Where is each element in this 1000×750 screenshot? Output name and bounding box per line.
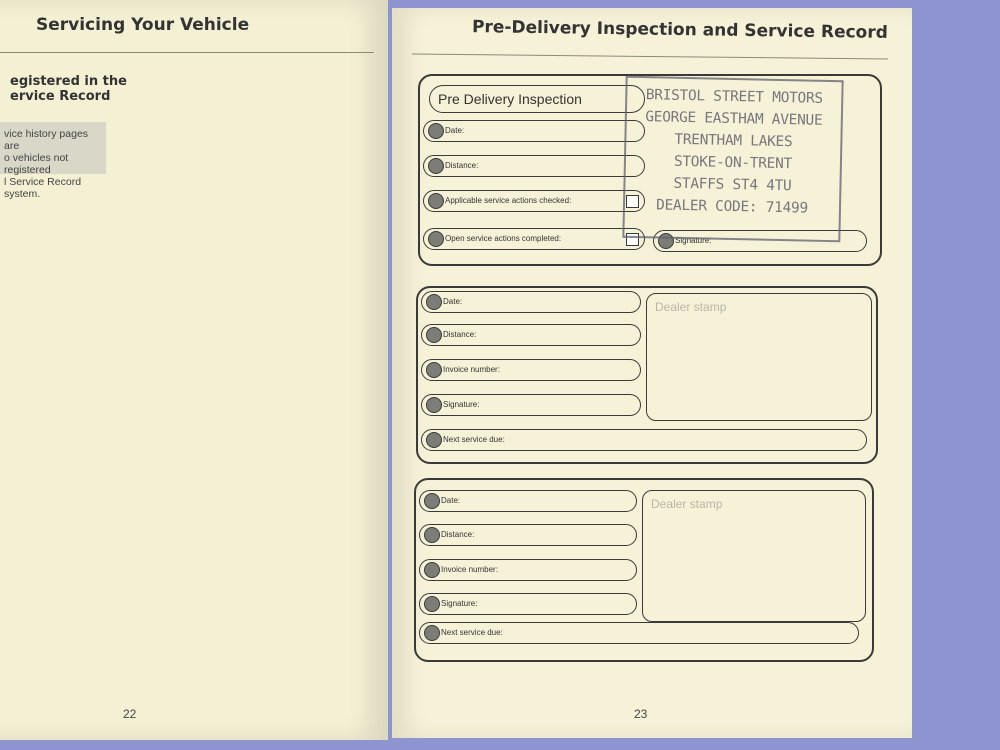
service-next-due-label: Next service due: [441, 628, 503, 637]
field-bullet-icon [424, 596, 440, 612]
pdi-date-label: Date: [445, 126, 465, 135]
service-distance-label: Distance: [443, 330, 477, 339]
field-bullet-icon [424, 562, 440, 578]
service-next-due-field[interactable]: Next service due: [421, 429, 867, 451]
service-date-field[interactable]: Date: [421, 291, 641, 313]
field-bullet-icon [428, 193, 444, 209]
dealer-ink-stamp: BRISTOL STREET MOTORS GEORGE EASTHAM AVE… [622, 75, 844, 243]
service-signature-field[interactable]: Signature: [421, 394, 641, 416]
field-bullet-icon [428, 231, 444, 247]
pdi-signature-label: Signature: [675, 236, 712, 245]
field-bullet-icon [424, 493, 440, 509]
field-bullet-icon [426, 294, 442, 310]
service-record-panel [416, 286, 878, 464]
service-signature-label: Signature: [441, 599, 478, 608]
pdi-distance-label: Distance: [445, 161, 479, 170]
service-next-due-label: Next service due: [443, 435, 505, 444]
dealer-stamp-label: Dealer stamp [655, 300, 727, 314]
service-date-label: Date: [441, 496, 461, 505]
service-invoice-label: Invoice number: [441, 565, 498, 574]
field-bullet-icon [426, 362, 442, 378]
left-header-rule [0, 52, 374, 53]
field-bullet-icon [658, 233, 674, 249]
pdi-signature-field[interactable]: Signature: [653, 230, 867, 252]
service-invoice-field[interactable]: Invoice number: [421, 359, 641, 381]
field-bullet-icon [426, 327, 442, 343]
field-bullet-icon [424, 527, 440, 543]
pdi-panel [418, 74, 882, 266]
service-signature-label: Signature: [443, 400, 480, 409]
dealer-stamp-box[interactable]: Dealer stamp [646, 293, 872, 421]
service-date-field[interactable]: Date: [419, 490, 637, 512]
left-heading-line-1: egistered in the [10, 74, 127, 89]
service-distance-field[interactable]: Distance: [421, 324, 641, 346]
pdi-title: Pre Delivery Inspection [429, 85, 645, 113]
service-date-label: Date: [443, 297, 463, 306]
pdi-distance-field[interactable]: Distance: [423, 155, 645, 177]
field-bullet-icon [428, 158, 444, 174]
left-page [0, 0, 388, 740]
left-page-header: Servicing Your Vehicle [36, 15, 250, 35]
left-heading-line-2: ervice Record [10, 89, 111, 104]
service-distance-field[interactable]: Distance: [419, 524, 637, 546]
pdi-service-checked-field[interactable]: Applicable service actions checked: [423, 190, 645, 212]
dealer-stamp-label: Dealer stamp [651, 497, 723, 511]
left-note-line-1: vice history pages are [4, 128, 89, 152]
stamp-line-6: DEALER CODE: 71499 [655, 197, 809, 217]
service-signature-field[interactable]: Signature: [419, 593, 637, 615]
service-invoice-label: Invoice number: [443, 365, 500, 374]
service-distance-label: Distance: [441, 530, 475, 539]
right-page-number: 23 [634, 707, 648, 721]
pdi-open-completed-label: Open service actions completed: [445, 234, 562, 243]
service-record-panel [414, 478, 874, 662]
left-note-line-3: l Service Record system. [4, 176, 82, 200]
pdi-open-completed-field[interactable]: Open service actions completed: [423, 228, 645, 250]
field-bullet-icon [424, 625, 440, 641]
pdi-date-field[interactable]: Date: [423, 120, 645, 142]
field-bullet-icon [426, 397, 442, 413]
pdi-service-checked-label: Applicable service actions checked: [445, 196, 572, 205]
right-page [392, 8, 912, 738]
stamp-line-2: GEORGE EASTHAM AVENUE [645, 109, 823, 129]
checkbox[interactable] [626, 233, 639, 246]
checkbox[interactable] [626, 195, 639, 208]
service-invoice-field[interactable]: Invoice number: [419, 559, 637, 581]
left-section-heading: egistered in the ervice Record [10, 74, 127, 104]
field-bullet-icon [426, 432, 442, 448]
dealer-stamp-box[interactable]: Dealer stamp [642, 490, 866, 622]
left-page-number: 22 [123, 707, 137, 721]
left-note-box: vice history pages are o vehicles not re… [0, 122, 106, 200]
left-note-line-2: o vehicles not registered [4, 152, 69, 176]
service-next-due-field[interactable]: Next service due: [419, 622, 859, 644]
field-bullet-icon [428, 123, 444, 139]
